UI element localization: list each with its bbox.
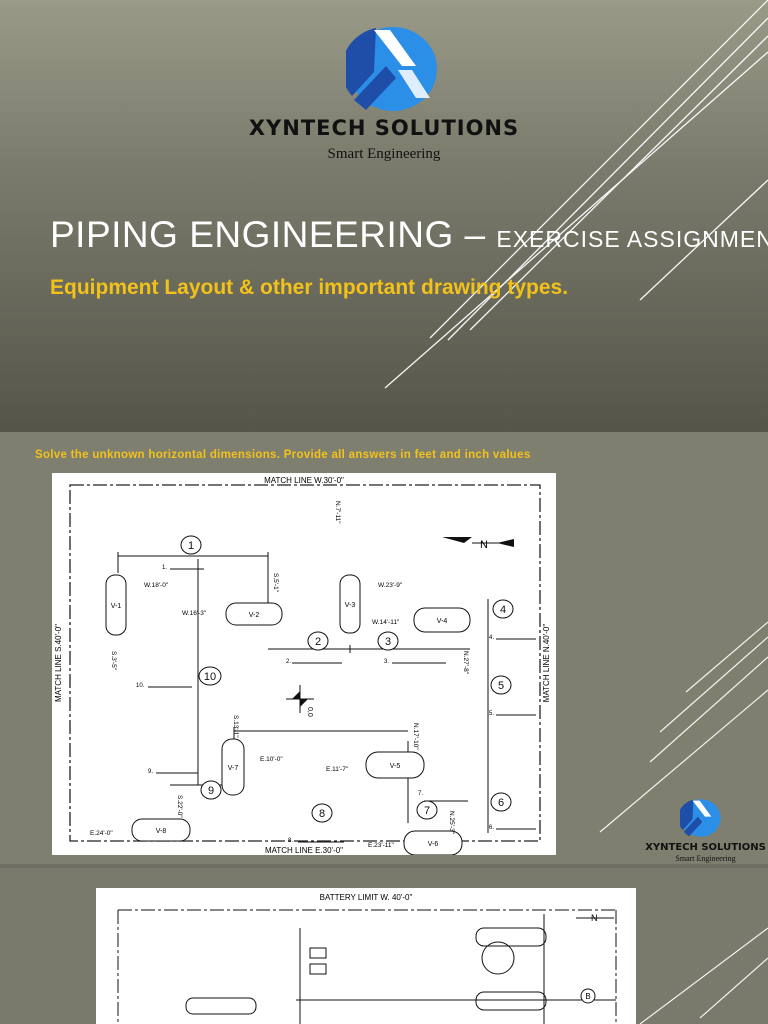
match-line-top: MATCH LINE W.30'-0" — [264, 476, 344, 485]
battery-limit-slide: BATTERY LIMIT W. 40'-0" N B — [0, 868, 768, 1024]
svg-text:S.13'-1": S.13'-1" — [232, 715, 239, 738]
battery-limit-label: BATTERY LIMIT W. 40'-0" — [320, 893, 413, 902]
svg-text:W.23'-9": W.23'-9" — [378, 582, 403, 589]
dim-circle-3: 3 — [377, 631, 399, 651]
mini-brand-tagline: Smart Engineering — [675, 854, 736, 863]
answer-7-label: 7. — [418, 791, 423, 797]
brand-tagline: Smart Engineering — [327, 146, 441, 162]
svg-text:W.18'-0": W.18'-0" — [144, 582, 169, 589]
answer-3-label: 3. — [384, 659, 389, 665]
svg-text:S.22'-0": S.22'-0" — [176, 795, 183, 818]
equipment-layout-drawing: MATCH LINE W.30'-0" MATCH LINE E.30'-0" … — [52, 473, 556, 856]
svg-text:9: 9 — [208, 785, 214, 797]
dim-circle-2: 2 — [307, 631, 329, 651]
vessel-v3: V-3 — [345, 602, 356, 609]
dim-circle-5: 5 — [490, 675, 512, 695]
battery-limit-drawing: BATTERY LIMIT W. 40'-0" N B — [96, 888, 636, 1024]
match-line-bottom: MATCH LINE E.30'-0" — [265, 846, 343, 855]
vessel-v6: V-6 — [428, 841, 439, 848]
answer-8-label: 8. — [288, 838, 293, 844]
north-arrow-icon: N — [442, 537, 514, 551]
answer-5-label: 5. — [489, 711, 494, 717]
exercise-slide: Solve the unknown horizontal dimensions.… — [0, 432, 768, 864]
dim-circle-10: 10 — [198, 666, 222, 686]
svg-text:W.16'-3": W.16'-3" — [182, 610, 207, 617]
dim-circle-8: 8 — [311, 803, 333, 823]
svg-text:E.11'-7": E.11'-7" — [326, 766, 349, 773]
svg-text:S.3'-5": S.3'-5" — [110, 651, 117, 671]
answer-6-label: 6. — [489, 825, 494, 831]
svg-text:E.10'-0": E.10'-0" — [260, 756, 283, 763]
svg-text:N.27'-8": N.27'-8" — [462, 651, 469, 675]
mini-logo-icon — [680, 799, 721, 837]
answer-1-label: 1. — [162, 565, 167, 571]
svg-text:N.17'-10": N.17'-10" — [412, 723, 419, 750]
brand-name: XYNTECH SOLUTIONS — [248, 116, 520, 140]
origin-marker: 0,0 — [286, 685, 314, 717]
svg-text:1: 1 — [188, 540, 194, 552]
north-arrow-icon-2: N — [576, 913, 614, 923]
logo-icon — [346, 27, 437, 111]
svg-text:3: 3 — [385, 636, 391, 648]
page-title: Piping Engineering – Exercise Assignment — [50, 214, 768, 256]
svg-text:B: B — [585, 992, 590, 1001]
answer-4-label: 4. — [489, 635, 494, 641]
svg-text:0,0: 0,0 — [306, 707, 313, 717]
svg-text:N.25'-3": N.25'-3" — [448, 811, 455, 835]
svg-text:6: 6 — [498, 797, 504, 809]
svg-text:4: 4 — [500, 604, 506, 616]
subtitle: Equipment Layout & other important drawi… — [50, 276, 569, 299]
svg-text:8: 8 — [319, 808, 325, 820]
dim-circle-9: 9 — [200, 780, 222, 800]
svg-text:W.14'-11": W.14'-11" — [372, 619, 400, 626]
svg-text:S.5'-1": S.5'-1" — [272, 573, 279, 593]
match-line-left: MATCH LINE S.40'-0" — [54, 624, 63, 702]
svg-text:N.7'-11": N.7'-11" — [334, 501, 341, 524]
svg-text:N: N — [591, 913, 598, 923]
svg-text:10: 10 — [204, 671, 216, 683]
svg-text:7: 7 — [424, 805, 430, 817]
vessel-v8: V-8 — [156, 828, 167, 835]
title-main: Piping Engineering – — [50, 214, 486, 255]
svg-text:5: 5 — [498, 680, 504, 692]
title-suffix: Exercise Assignment — [496, 226, 768, 252]
vessel-v2: V-2 — [249, 612, 260, 619]
dim-circle-1: 1 — [180, 535, 202, 555]
dim-circle-7: 7 — [416, 800, 438, 820]
svg-text:E.24'-0": E.24'-0" — [90, 830, 113, 837]
svg-text:E.23'-11": E.23'-11" — [368, 842, 395, 849]
mini-brand-name: XYNTECH SOLUTIONS — [645, 842, 766, 853]
answer-9-label: 9. — [148, 769, 153, 775]
svg-text:N: N — [480, 539, 488, 551]
answer-2-label: 2. — [286, 659, 291, 665]
svg-text:2: 2 — [315, 636, 321, 648]
vessel-v1: V-1 — [111, 603, 122, 610]
title-slide: XYNTECH SOLUTIONS Smart Engineering Pipi… — [0, 0, 768, 432]
answer-10-label: 10. — [136, 683, 145, 689]
vessel-v4: V-4 — [437, 618, 448, 625]
dim-circle-4: 4 — [492, 599, 514, 619]
dim-circle-6: 6 — [490, 792, 512, 812]
callout-b: B — [580, 988, 596, 1004]
vessel-v5: V-5 — [390, 763, 401, 770]
match-line-right: MATCH LINE N.40'-0" — [542, 624, 551, 703]
vessel-v7: V-7 — [228, 765, 239, 772]
instruction-text: Solve the unknown horizontal dimensions.… — [35, 449, 531, 461]
